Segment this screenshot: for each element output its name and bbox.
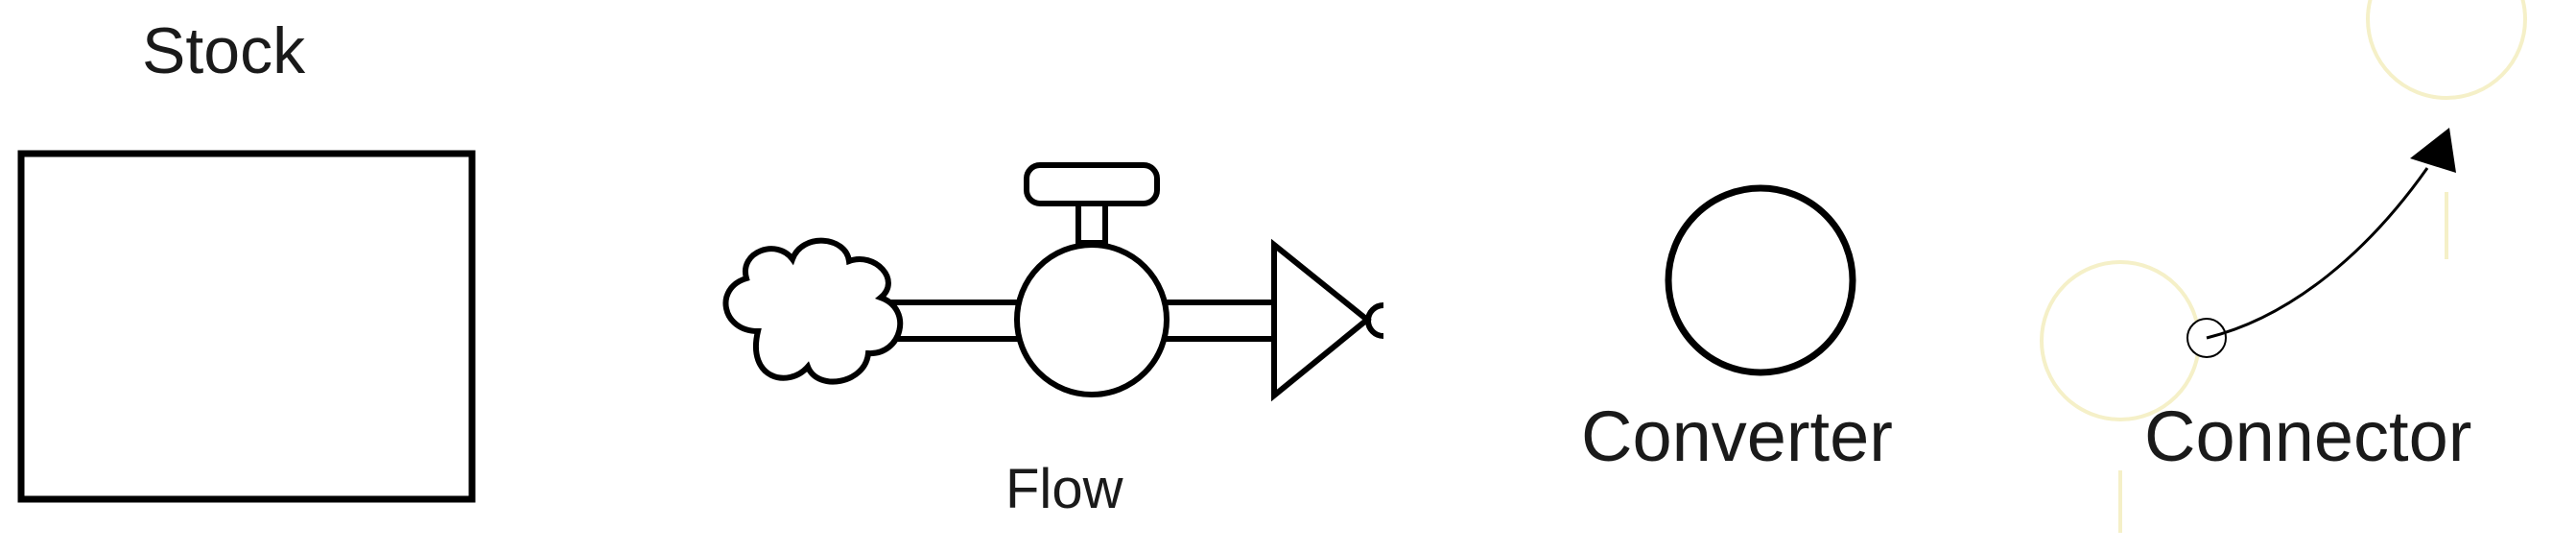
flow-sink-partial xyxy=(1365,302,1384,339)
connector-arrowhead xyxy=(2410,128,2456,173)
flow-cloud-icon xyxy=(722,237,904,385)
connector-label: Connector xyxy=(2144,396,2472,476)
converter-label: Converter xyxy=(1581,396,1893,476)
flow-valve-handle xyxy=(1024,162,1160,206)
faint-circle-top-right xyxy=(2366,0,2527,100)
faint-decoration xyxy=(2040,0,2527,533)
converter-shape xyxy=(1665,184,1856,376)
flow-valve-circle xyxy=(1014,242,1170,397)
flow-label: Flow xyxy=(1005,458,1123,520)
flow-shape xyxy=(722,162,1384,402)
flow-arrowhead xyxy=(1271,238,1372,402)
connector-shape xyxy=(2186,128,2456,358)
stock-label: Stock xyxy=(142,14,306,87)
connector-curve xyxy=(2206,167,2429,340)
stock-shape xyxy=(17,150,476,503)
